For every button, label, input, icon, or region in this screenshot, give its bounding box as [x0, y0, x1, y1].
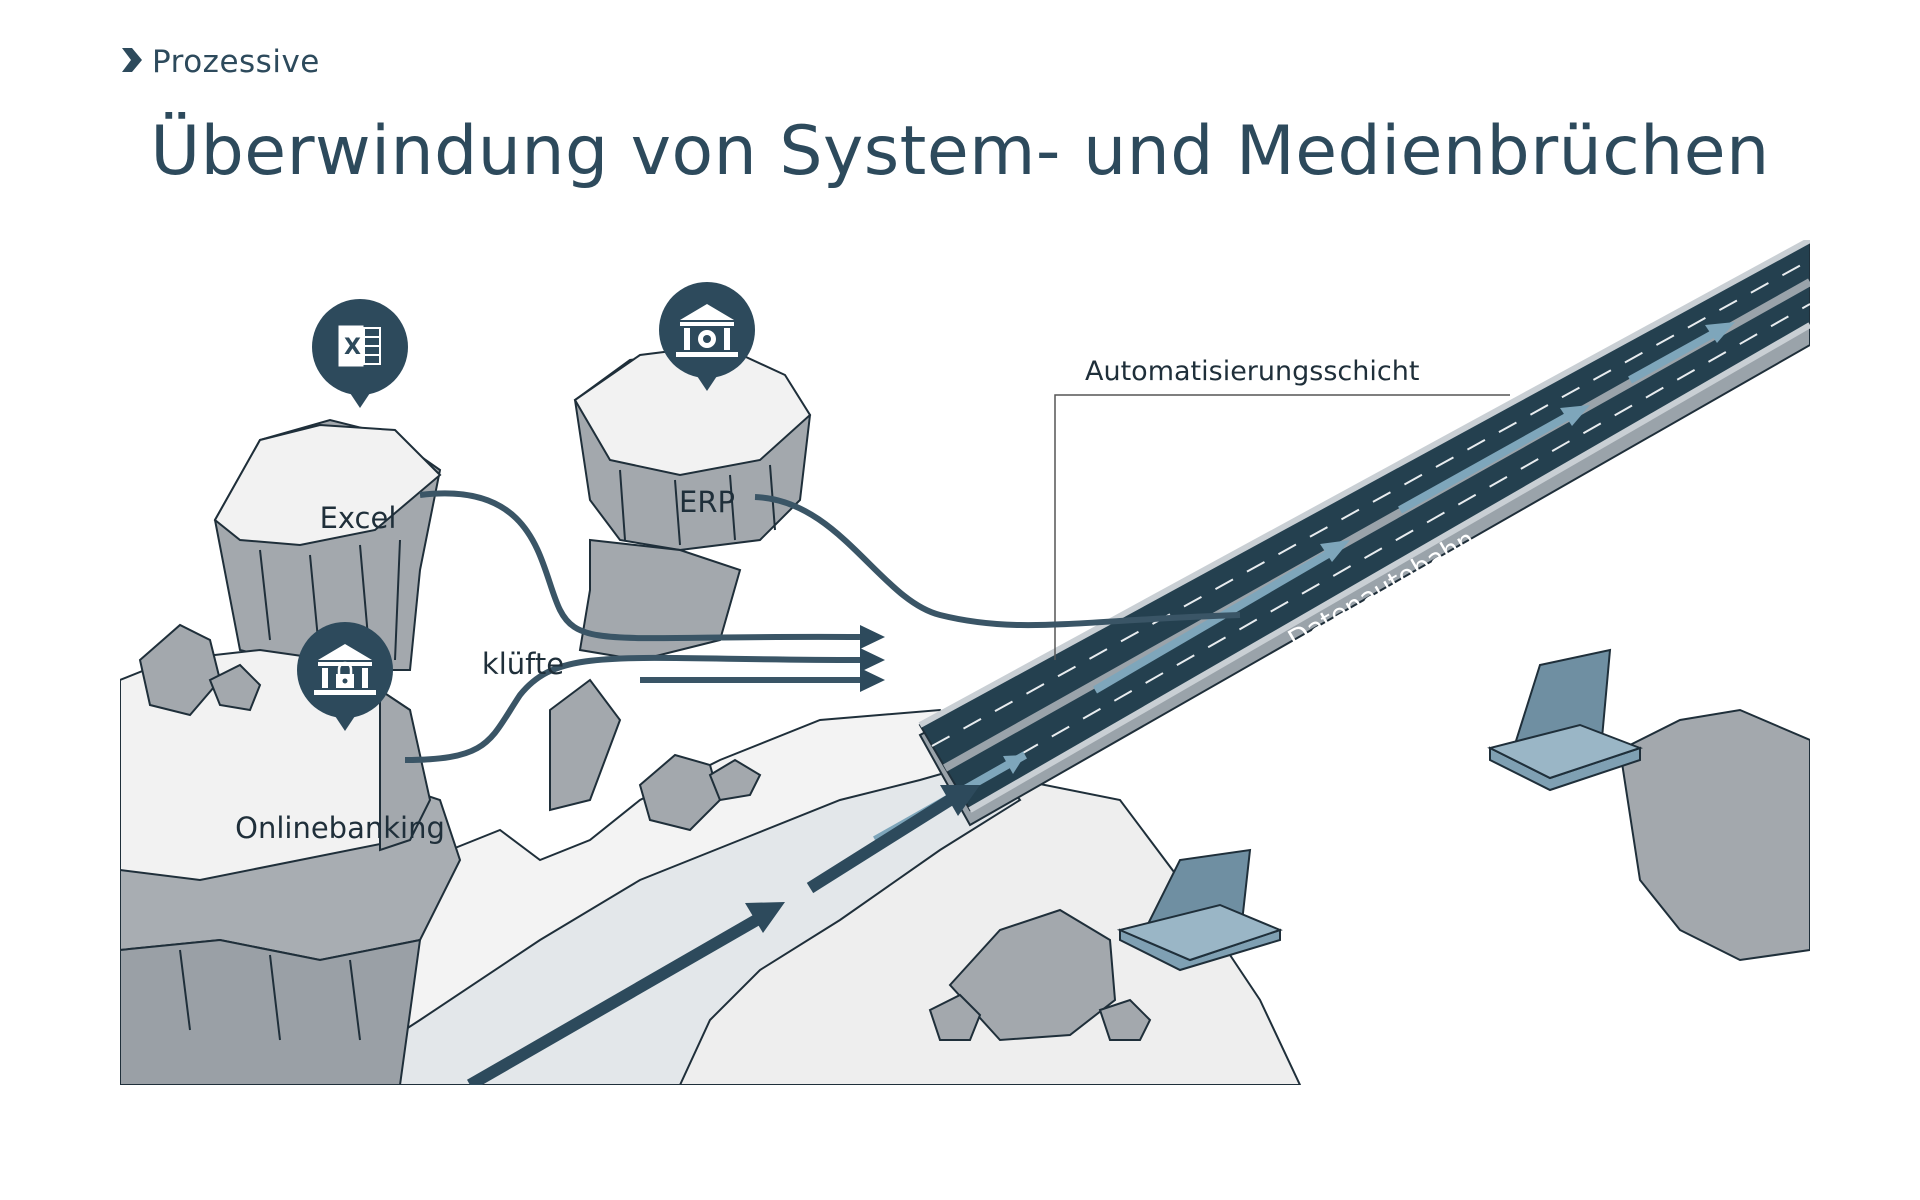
bridge-pillars — [1116, 648, 1643, 972]
excel-icon: X — [337, 324, 381, 368]
page-title: Überwindung von System- und Medienbrüche… — [150, 112, 1770, 191]
highway-arrows — [873, 322, 1735, 844]
chevron-right-icon — [120, 47, 144, 78]
node-label-erp: ERP — [679, 485, 735, 519]
excel-pin: X — [312, 299, 408, 408]
onlinebanking-pin — [297, 622, 393, 731]
erp-bank-gear-icon — [676, 304, 738, 357]
diagram-illustration: X Excel ERP — [120, 240, 1810, 1085]
automation-layer-label: Automatisierungsschicht — [1085, 356, 1419, 387]
connector-arrowheads — [860, 625, 885, 692]
brand-name: Prozessive — [152, 44, 320, 80]
node-label-onlinebanking: Onlinebanking — [235, 811, 445, 845]
automation-layer-bracket — [1054, 394, 1510, 660]
gap-label: klüfte — [482, 647, 564, 681]
node-label-excel: Excel — [320, 501, 397, 535]
excel-cliff — [213, 418, 442, 671]
bank-lock-icon — [314, 644, 376, 695]
connector-lines — [404, 490, 1241, 763]
brand: Prozessive — [120, 44, 320, 80]
path-arrows — [467, 785, 980, 1085]
svg-text:X: X — [344, 335, 361, 360]
erp-cliff — [549, 343, 812, 812]
boulders — [138, 623, 1810, 1042]
erp-pin — [659, 282, 755, 391]
